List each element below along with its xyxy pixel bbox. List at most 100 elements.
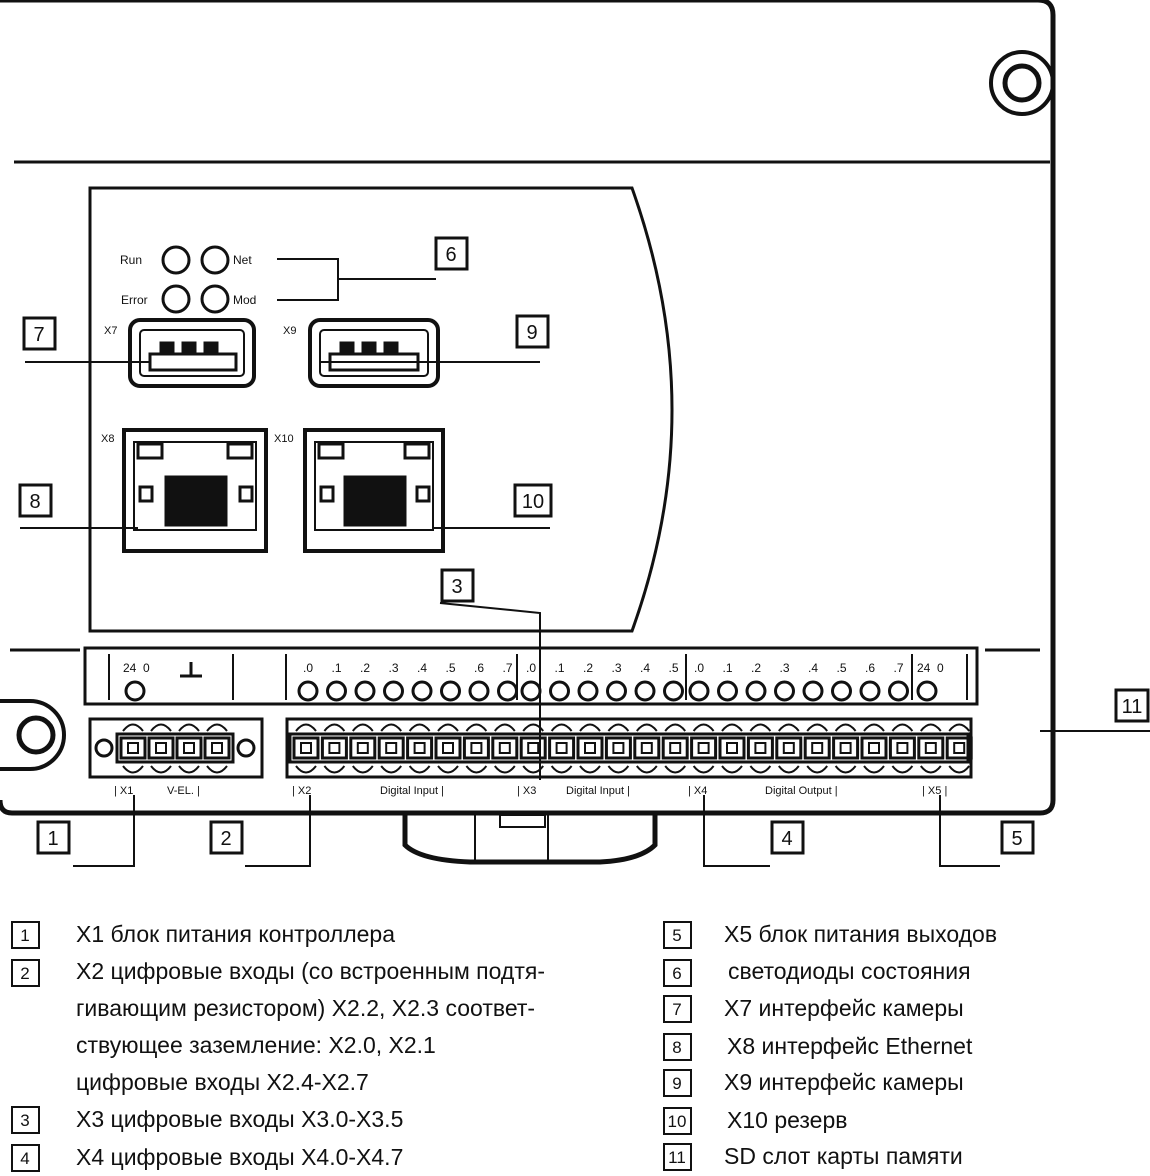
legend-item-10: 10 X10 резерв [663, 1107, 847, 1135]
led-net [200, 245, 230, 275]
terminal-top [380, 723, 402, 732]
terminal-cell [434, 736, 462, 760]
terminal-top [920, 723, 942, 732]
terminal-screw [669, 742, 682, 754]
terminal-cell [832, 736, 860, 760]
callout-2: 2 [209, 820, 244, 855]
x3-label: | X3 [517, 785, 536, 797]
terminal-top [494, 723, 516, 732]
port-x8-label: X8 [101, 433, 114, 445]
terminal-cell [377, 736, 405, 760]
svg-text:3: 3 [20, 1111, 29, 1130]
terminal-cell [576, 736, 604, 760]
terminal-screw [868, 742, 880, 754]
x5-power-label: 24 [917, 661, 931, 675]
callout-1: 1 [36, 820, 71, 855]
x3-pin [634, 680, 656, 702]
x3-pin-label: .0 [526, 661, 536, 675]
terminal-top [863, 723, 885, 732]
x2-pin [497, 680, 518, 702]
terminal-cell [292, 736, 320, 760]
terminal-screw [527, 742, 540, 754]
x4-pin [745, 680, 767, 702]
terminal-top [692, 723, 715, 732]
x1-power-label: 24 [123, 661, 137, 675]
terminal-cell [690, 736, 718, 760]
terminal-top [664, 723, 686, 732]
terminal-screw [612, 742, 625, 754]
x1-terminal-screw [211, 742, 223, 754]
terminal-bottom [692, 765, 715, 774]
callout-11: 11 [1114, 688, 1150, 723]
led-mod [200, 284, 230, 314]
terminal-cell [661, 736, 689, 760]
svg-text:4: 4 [20, 1149, 29, 1168]
pin-circles [124, 680, 938, 702]
x3-pin [663, 680, 684, 702]
callout-5: 5 [1000, 820, 1035, 855]
legend-item-9: 9 X9 интерфейс камеры [663, 1069, 964, 1097]
legend-item-4: 4 X4 цифровые входы X4.0-X4.7 [11, 1144, 403, 1172]
x1-terminal-cell [119, 736, 147, 760]
x2-pin [326, 680, 347, 702]
terminal-screw [640, 742, 653, 754]
svg-text:цифровые входы X2.4-X2.7: цифровые входы X2.4-X2.7 [76, 1069, 369, 1095]
svg-text:7: 7 [672, 1000, 681, 1019]
front-panel [88, 186, 674, 633]
terminal-cell [803, 736, 831, 760]
terminal-top [607, 723, 630, 732]
x3-pin-label: .2 [583, 661, 593, 675]
x1-terminal-screw [183, 742, 195, 754]
x1-terminal-top [150, 723, 172, 732]
terminal-screw [697, 742, 710, 754]
x4-pin [774, 680, 795, 702]
x4-pin [717, 680, 738, 702]
x4-pin-label: .5 [836, 661, 846, 675]
led-error [161, 284, 191, 314]
callout-boxes: 1 2 3 4 5 6 7 8 9 10 11 [18, 236, 1150, 855]
legend-left: 1 X1 блок питания контроллера 2 X2 цифро… [11, 921, 545, 1172]
x1-label: | X1 [114, 785, 133, 797]
port-x9-label: X9 [283, 325, 296, 337]
terminal-top [778, 723, 800, 732]
legend-item-3: 3 X3 цифровые входы X3.0-X3.5 [11, 1106, 403, 1134]
callout-4: 4 [770, 820, 805, 855]
x5-zero-label: 0 [937, 661, 944, 675]
terminal-bottom [749, 765, 772, 774]
x1-terminal-cell [203, 736, 231, 760]
svg-text:9: 9 [526, 322, 537, 344]
terminal-top [522, 723, 544, 732]
svg-text:X8 интерфейс Ethernet: X8 интерфейс Ethernet [727, 1033, 973, 1059]
terminal-screw [896, 742, 909, 754]
terminal-screw [328, 742, 341, 754]
x4-pin [888, 680, 909, 702]
legend-item-7: 7 X7 интерфейс камеры [663, 995, 964, 1023]
svg-text:6: 6 [445, 244, 456, 266]
x2-pin [297, 680, 319, 702]
usb-port-x9 [308, 318, 440, 388]
svg-text:8: 8 [672, 1038, 681, 1057]
legend-right: 5 X5 блок питания выходов 6 светодиоды с… [663, 921, 997, 1171]
led-run-label: Run [120, 253, 142, 267]
x4-pin-label: .1 [722, 661, 732, 675]
led-error-label: Error [121, 293, 148, 307]
terminal-top [323, 723, 346, 732]
terminal-bottom [664, 765, 686, 774]
svg-text:4: 4 [781, 828, 792, 850]
svg-text:светодиоды состояния: светодиоды состояния [728, 958, 971, 984]
x4-pin-label: .3 [779, 661, 789, 675]
terminal-top [834, 723, 857, 732]
terminal-bottom [806, 765, 828, 774]
terminal-bottom [607, 765, 630, 774]
terminal-cell [860, 736, 888, 760]
terminal-top [891, 723, 914, 732]
svg-text:11: 11 [668, 1148, 686, 1167]
callout-6: 6 [434, 236, 469, 271]
led-net-label: Net [233, 253, 252, 267]
mount-screw-left [0, 699, 66, 771]
terminal-cell [945, 736, 973, 760]
terminal-bottom [437, 765, 459, 774]
connector-x1-cells [119, 723, 231, 774]
x4-pin-label: .6 [865, 661, 875, 675]
terminal-bottom [323, 765, 346, 774]
